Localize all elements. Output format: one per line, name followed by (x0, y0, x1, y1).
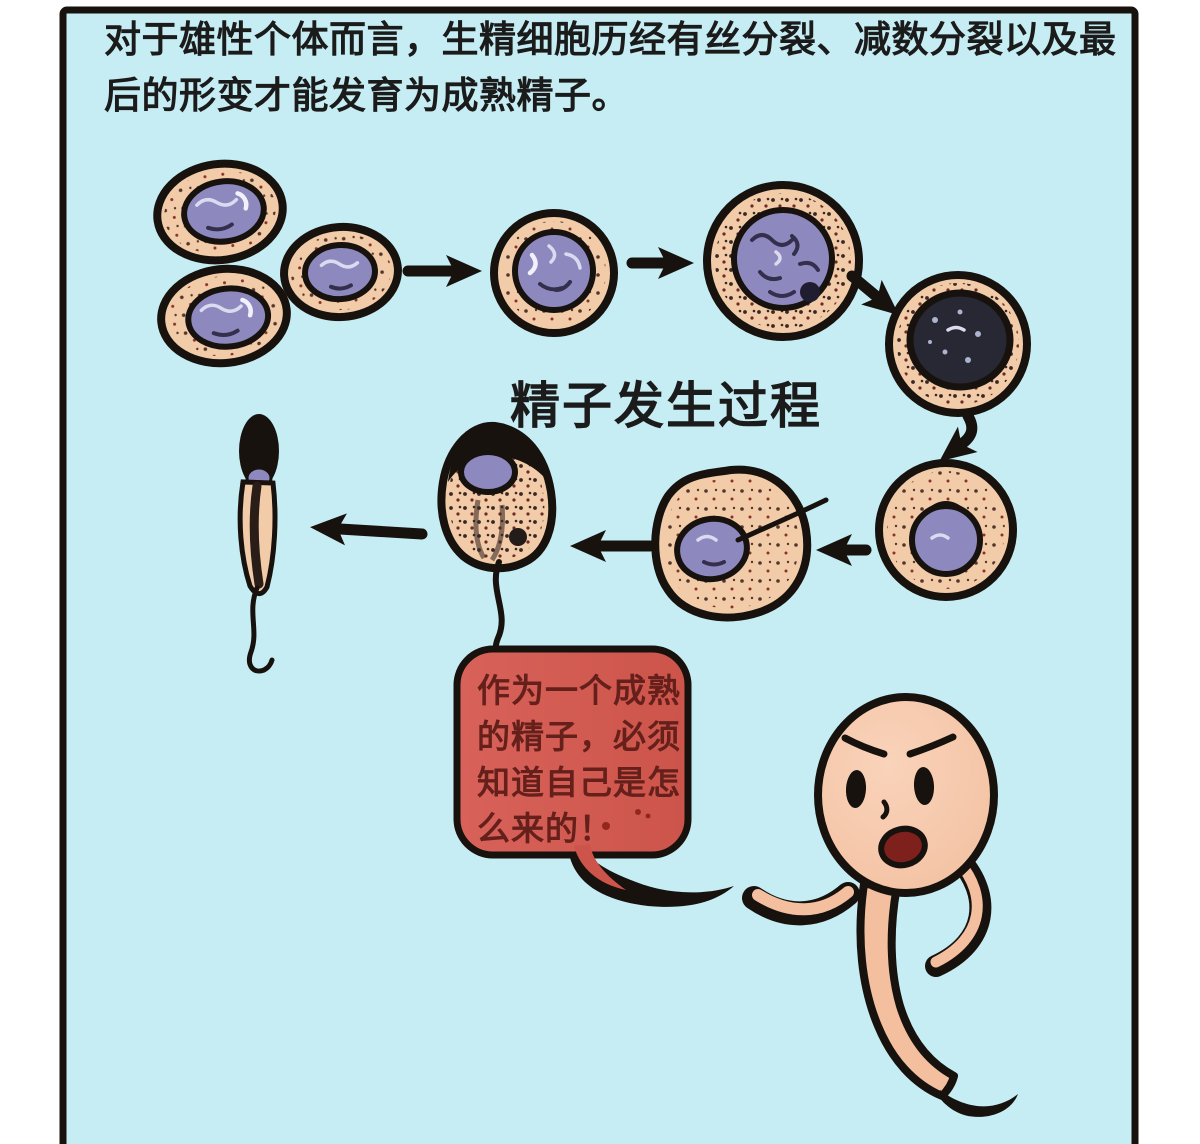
nose (880, 799, 890, 820)
mouth (878, 825, 928, 869)
right-eye (913, 767, 935, 805)
speech-bubble-text: 作为一个成熟 的精子，必须 知道自己是怎 么来的！ (477, 668, 687, 852)
arrow-down (939, 410, 978, 462)
secondary-spermatocyte-cell (885, 271, 1031, 417)
mature-sperm-cell (237, 414, 279, 674)
arrow-down-right (846, 270, 900, 316)
bubble-line-2: 的精子，必须 (477, 718, 681, 755)
character-body (856, 880, 958, 1100)
left-eye (845, 770, 867, 808)
primary-spermatocyte-cell (490, 209, 618, 337)
bubble-line-4: 么来的！ (477, 810, 613, 847)
arrow-left-3 (310, 513, 428, 546)
bubble-line-3: 知道自己是怎 (477, 764, 681, 801)
caption-line-1: 对于雄性个体而言，生精细胞历经有丝分裂、减数分裂以及最 (104, 19, 1117, 60)
character-face (841, 733, 957, 869)
elongating-spermatid-cell (651, 465, 829, 622)
caption-line-2: 后的形变才能发育为成熟精子。 (104, 74, 629, 116)
meiotic-cell (703, 181, 863, 341)
caption-text: 对于雄性个体而言，生精细胞历经有丝分裂、减数分裂以及最 后的形变才能发育为成熟精… (104, 12, 1120, 123)
round-spermatid-cell (875, 459, 1017, 601)
spermatogonium-cells (153, 159, 402, 368)
late-spermatid-cell (437, 421, 557, 689)
spermatogonium-cell-3 (280, 222, 402, 322)
left-eyebrow (841, 734, 888, 758)
speech-bubble-tail (568, 844, 734, 907)
speech-bubble (453, 645, 734, 907)
bubble-line-1: 作为一个成熟 (477, 672, 681, 709)
sperm-character (742, 693, 1018, 1117)
character-tail-tip (938, 1090, 1018, 1117)
right-eyebrow (906, 733, 957, 758)
diagram-title: 精子发生过程 (510, 378, 822, 434)
spermatogonium-cell-1 (153, 159, 287, 265)
spermatogonium-cell-2 (157, 264, 291, 368)
